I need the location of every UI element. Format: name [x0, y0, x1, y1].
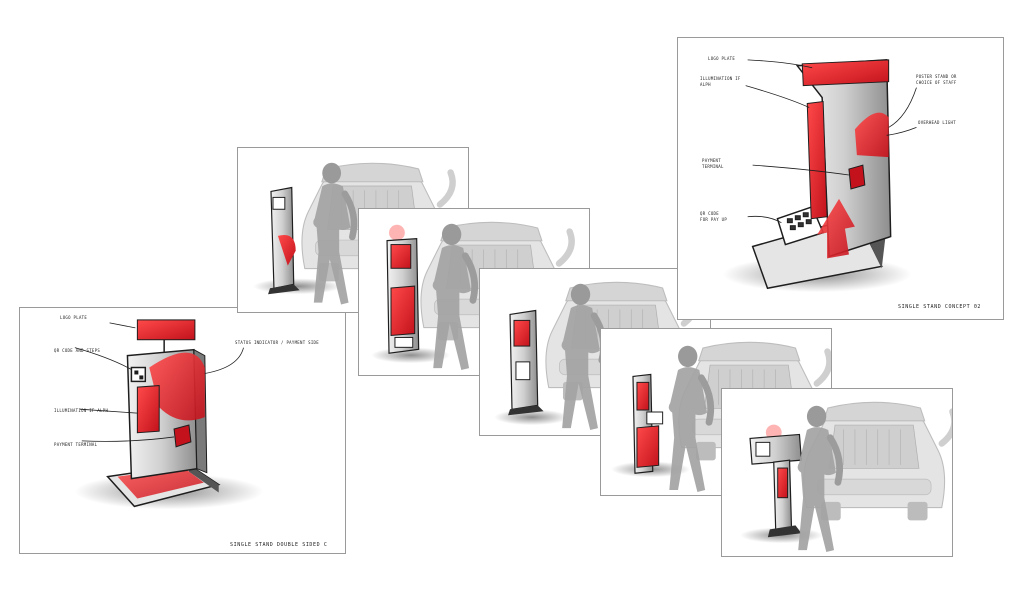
- sheet-right-drawing: [722, 59, 917, 293]
- frame-4-drawing: [611, 329, 831, 495]
- sketch-sheet-left: LOGO PLATE QR CODE AND STEPS STATUS INDI…: [19, 307, 346, 554]
- right-label-illumination-2: ALPH: [700, 82, 711, 87]
- right-label-illumination: ILLUMINATION IF: [700, 76, 741, 81]
- right-label-overhead-light: OVERHEAD LIGHT: [918, 120, 956, 125]
- storyboard-frame-5: [721, 388, 953, 557]
- left-label-illumination: ILLUMINATION IF ALPH: [54, 408, 109, 413]
- right-label-payment: PAYMENT: [702, 158, 721, 163]
- left-label-logo-plate: LOGO PLATE: [60, 315, 88, 320]
- frame-1-drawing: [253, 148, 468, 312]
- right-label-poster-stand: POSTER STAND OR: [916, 74, 957, 79]
- left-sheet-caption: SINGLE STAND DOUBLE SIDED C: [230, 542, 328, 548]
- frame-3-drawing: [494, 269, 710, 435]
- sketch-sheet-right: LOGO PLATE ILLUMINATION IF ALPH POSTER S…: [677, 37, 1004, 320]
- left-label-status-indicator: STATUS INDICATOR / PAYMENT SIDE: [235, 340, 319, 345]
- frame-2-drawing: [371, 209, 589, 375]
- right-label-poster-stand-2: CHOICE OF STAFF: [916, 80, 957, 85]
- left-label-payment-terminal: PAYMENT TERMINAL: [54, 442, 98, 447]
- sheet-left-drawing: [74, 319, 264, 510]
- right-label-logo-plate: LOGO PLATE: [708, 56, 736, 61]
- right-label-payment-2: TERMINAL: [702, 164, 724, 169]
- right-sheet-caption: SINGLE STAND CONCEPT 02: [898, 304, 982, 310]
- right-label-qr-code-2: FOR PAY UP: [700, 217, 728, 222]
- frame-5-drawing: [740, 389, 952, 556]
- left-label-qr-code: QR CODE AND STEPS: [54, 348, 101, 353]
- right-label-qr-code: QR CODE: [700, 211, 719, 216]
